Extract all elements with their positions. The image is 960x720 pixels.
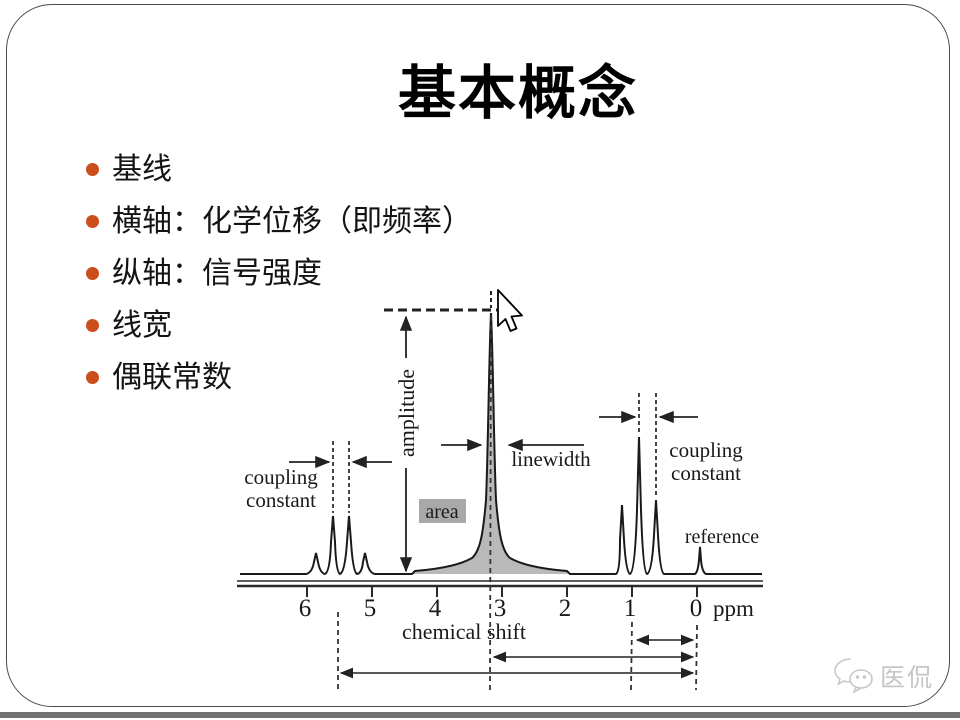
linewidth-annotation: linewidth — [441, 438, 591, 471]
chemical-shift-label: chemical shift — [402, 619, 526, 644]
bullet-icon — [86, 215, 99, 228]
mouse-cursor-icon — [497, 289, 523, 332]
coupling-constant-label: coupling — [669, 438, 743, 462]
area-label: area — [425, 501, 458, 523]
bottom-edge-bar — [0, 712, 960, 718]
x-axis — [237, 580, 763, 597]
bullet-list: 基线 横轴：化学位移（即频率） 纵轴：信号强度 线宽 偶联常数 — [86, 144, 646, 404]
tick-label: 1 — [624, 595, 637, 622]
coupling-constant-right-annotation: coupling constant — [599, 393, 743, 496]
bullet-icon — [86, 267, 99, 280]
watermark: 医侃 — [830, 652, 950, 700]
coupling-constant-left-annotation: coupling constant — [244, 441, 392, 513]
tick-label: 0 — [690, 595, 703, 622]
slide-border — [6, 4, 950, 707]
watermark-label: 医侃 — [880, 665, 935, 692]
reference-label: reference — [685, 526, 759, 548]
amplitude-annotation: amplitude — [384, 291, 497, 573]
bullet-text: 纵轴：信号强度 — [112, 257, 322, 290]
list-item: 纵轴：信号强度 — [86, 248, 646, 300]
list-item: 偶联常数 — [86, 352, 646, 404]
tick-label: 2 — [559, 595, 572, 622]
chemical-shift-arrows — [337, 612, 698, 691]
linewidth-label: linewidth — [511, 447, 591, 471]
tick-label: 4 — [429, 595, 442, 622]
coupling-constant-label: constant — [246, 488, 316, 512]
coupling-constant-label: constant — [671, 461, 741, 485]
bullet-icon — [86, 371, 99, 384]
area-annotation: area — [419, 499, 466, 523]
bullet-icon — [86, 319, 99, 332]
bullet-text: 偶联常数 — [112, 361, 232, 394]
bullet-text: 线宽 — [112, 309, 172, 342]
nmr-spectrum-diagram: 6 5 4 3 2 1 0 ppm chemical shift amplitu… — [237, 289, 763, 693]
list-item: 线宽 — [86, 300, 646, 352]
chat-bubbles-icon — [834, 658, 873, 694]
list-item: 横轴：化学位移（即频率） — [86, 196, 646, 248]
page-title: 基本概念 — [397, 61, 638, 126]
list-item: 基线 — [86, 144, 646, 196]
amplitude-label: amplitude — [394, 369, 419, 457]
tick-label: 3 — [494, 595, 507, 622]
bullet-icon — [86, 163, 99, 176]
tick-label: 5 — [364, 595, 377, 622]
coupling-constant-label: coupling — [244, 465, 318, 489]
bullet-text: 横轴：化学位移（即频率） — [112, 205, 472, 238]
x-axis-tick-labels: 6 5 4 3 2 1 0 — [299, 595, 703, 622]
tick-label: 6 — [299, 595, 312, 622]
bullet-text: 基线 — [112, 153, 172, 186]
ppm-unit-label: ppm — [713, 596, 754, 621]
